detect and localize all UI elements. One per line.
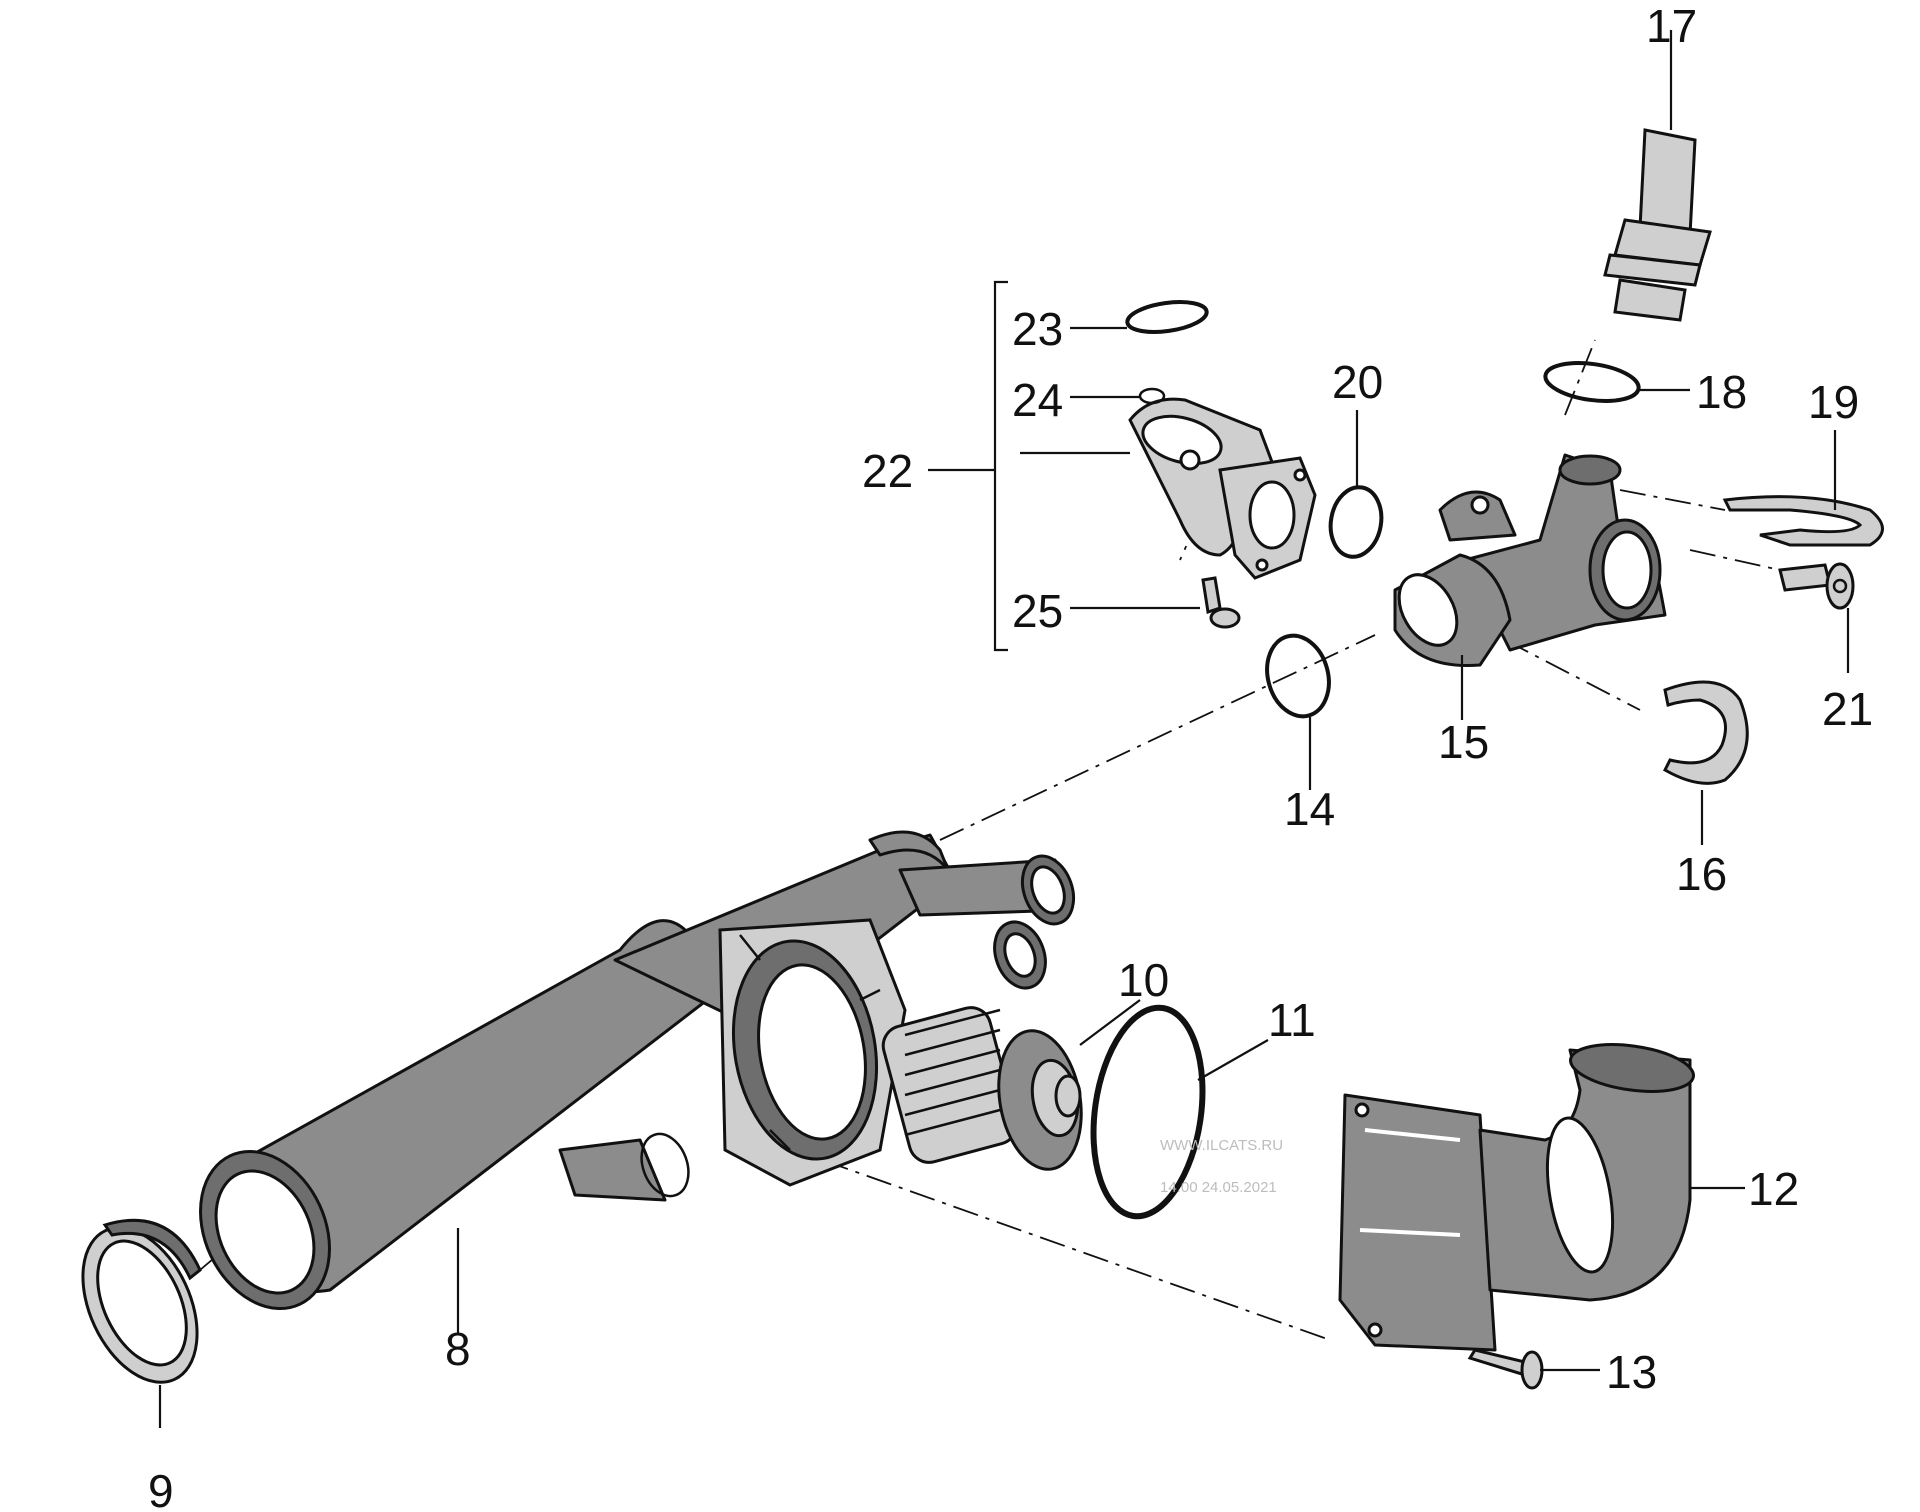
part-9-cap-ring: [81, 1218, 202, 1384]
watermark-line-2: 14.00 24.05.2021: [1160, 1179, 1277, 1196]
callout-13: 13: [1606, 1346, 1657, 1398]
callout-23: 23: [1012, 303, 1063, 355]
part-22-flange-assembly: [1128, 397, 1317, 580]
callout-15: 15: [1438, 716, 1489, 768]
watermark-line-1: WWW.ILCATS.RU: [1160, 1137, 1283, 1154]
part-23-o-ring: [1125, 300, 1209, 334]
part-19-spring-clip: [1722, 495, 1884, 547]
callout-12: 12: [1748, 1163, 1799, 1215]
part-24-small-seal: [1138, 387, 1166, 405]
callout-labels: 8 9 10 11 12 13 14 15 16 17 18 19 20 21 …: [148, 0, 1873, 1512]
part-16-clip: [1663, 680, 1749, 785]
callout-10: 10: [1118, 954, 1169, 1006]
callout-14: 14: [1284, 783, 1335, 835]
callout-8: 8: [445, 1323, 471, 1375]
callout-24: 24: [1012, 374, 1063, 426]
part-14-o-ring: [1265, 633, 1331, 719]
watermark: WWW.ILCATS.RU 14.00 24.05.2021: [1160, 1137, 1283, 1196]
part-17-temp-sensor: [1603, 128, 1712, 322]
callout-9: 9: [148, 1465, 174, 1512]
callout-18: 18: [1696, 366, 1747, 418]
callout-22: 22: [862, 445, 913, 497]
callout-20: 20: [1332, 356, 1383, 408]
callout-19: 19: [1808, 376, 1859, 428]
callout-11: 11: [1268, 994, 1316, 1046]
part-25-small-screw: [1201, 576, 1241, 629]
part-15-connector: [1393, 453, 1667, 668]
callout-25: 25: [1012, 585, 1063, 637]
callout-17: 17: [1646, 0, 1697, 52]
part-18-o-ring: [1543, 361, 1641, 403]
part-12-elbow-housing: [1338, 1043, 1695, 1352]
part-8-coolant-pipe: [199, 830, 1076, 1311]
callout-16: 16: [1676, 848, 1727, 900]
part-21-bolt: [1778, 562, 1855, 610]
callout-21: 21: [1822, 683, 1873, 735]
leader-lines: [158, 30, 1850, 1428]
part-11-o-ring: [1090, 1004, 1206, 1220]
part-20-o-ring: [1328, 485, 1384, 559]
part-13-screw: [1467, 1348, 1544, 1390]
part-10-thermostat: [881, 1006, 1083, 1171]
